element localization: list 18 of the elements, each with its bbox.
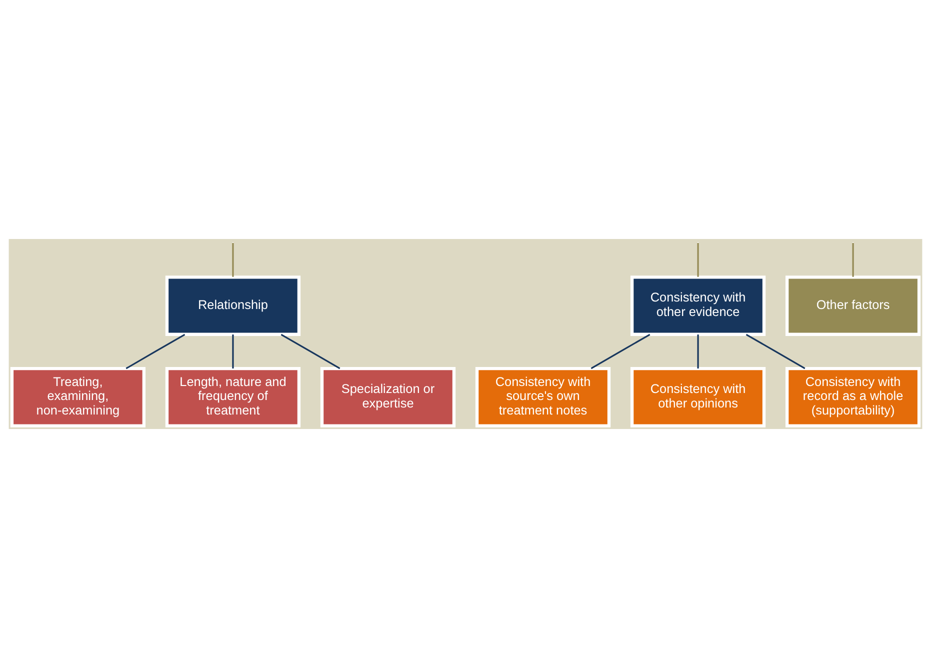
connector [232,243,234,277]
connector [126,334,186,370]
node-box: Consistency with other opinions [630,367,766,428]
node-box: Relationship [165,276,301,336]
node-box: Consistency with record as a whole (supportability) [785,367,921,428]
connector [232,334,234,368]
node-box: Other factors [785,276,921,336]
connector [697,334,699,368]
node-box: Specialization or expertise [320,367,456,428]
connector [280,334,340,370]
node-box: Consistency with source's own treatment notes [475,367,611,428]
node-box: Length, nature and frequency of treatment [165,367,301,428]
connector [590,334,650,370]
connector [697,243,699,277]
connector [852,243,854,277]
connector [746,334,806,370]
node-box: Treating, examining, non-examining [10,367,146,428]
node-box: Consistency with other evidence [630,276,766,336]
